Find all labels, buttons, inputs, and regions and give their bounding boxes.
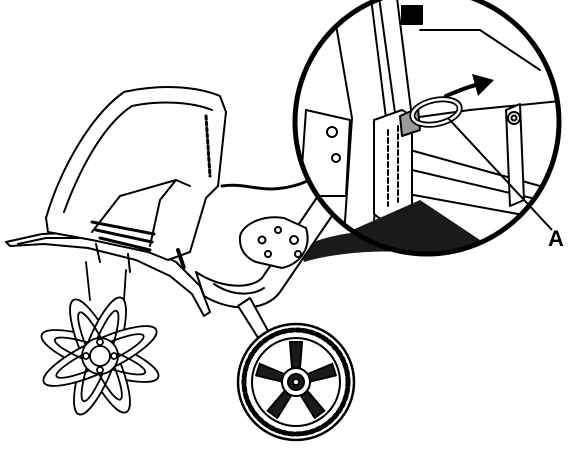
callout-leader-line	[447, 117, 553, 231]
direction-arrow	[444, 74, 494, 98]
transport-wheel	[236, 322, 356, 442]
magnified-detail	[292, 0, 562, 257]
tiller-body	[5, 86, 430, 442]
quick-release-pin	[409, 96, 463, 128]
pivot-plate	[238, 216, 309, 269]
tine-assembly	[40, 261, 160, 416]
cover-vent-2	[94, 228, 154, 244]
cover-vent-3	[98, 236, 152, 252]
cover-vent-1	[90, 220, 156, 236]
engine-cover	[45, 86, 227, 270]
callout-label-a: A	[548, 226, 564, 251]
